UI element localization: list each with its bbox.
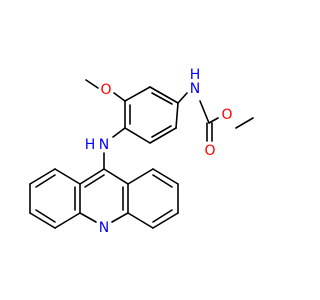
atom-label-carbonyl-o: O bbox=[204, 143, 215, 159]
molecule-canvas: H N O O O N H N bbox=[29, 67, 254, 236]
bond-ring-methoxy-o bbox=[113, 92, 126, 102]
bond-ring1-b bbox=[124, 86, 151, 102]
bond-left-inner-a bbox=[35, 174, 56, 188]
bond-left-d bbox=[29, 212, 56, 229]
bond-left-b bbox=[29, 168, 56, 185]
bond-ring1-inner-c bbox=[151, 125, 172, 138]
atom-label-layer: H N O O O N H N bbox=[85, 67, 233, 236]
bond-ring1-d bbox=[124, 127, 151, 144]
bond-ring1-e bbox=[149, 127, 177, 144]
bond-right-b bbox=[152, 168, 179, 185]
bond-methoxy-o-methyl bbox=[85, 79, 99, 89]
atom-label-acridine-n: N bbox=[99, 220, 109, 236]
bond-ring1-a bbox=[149, 86, 179, 104]
bond-methyl-ester-o bbox=[235, 117, 254, 129]
bond-left-inner-b bbox=[35, 209, 56, 223]
bond-ester-o-carbonyl-c bbox=[208, 117, 219, 124]
atom-label-carbamate-h: H bbox=[190, 67, 201, 83]
atom-label-amine-h: H bbox=[85, 137, 96, 153]
bond-ring1-inner-a bbox=[151, 92, 173, 105]
bond-left-e bbox=[54, 212, 81, 229]
bond-left-a bbox=[54, 168, 81, 185]
atom-label-amine-n: N bbox=[99, 137, 109, 153]
bond-acr-n-c10a bbox=[111, 212, 129, 223]
atom-label-carbamate-n: N bbox=[190, 81, 200, 97]
bond-right-a bbox=[127, 168, 154, 185]
molecule-structure-diagram: H N O O O N H N bbox=[29, 67, 254, 236]
bond-right-inner-a bbox=[152, 174, 173, 188]
bond-right-d bbox=[152, 212, 179, 229]
bond-carbonyl-c-n bbox=[199, 100, 210, 124]
bond-n-ring bbox=[177, 92, 188, 104]
bond-right-inner-b bbox=[152, 209, 173, 223]
atom-label-ester-o: O bbox=[221, 107, 232, 123]
bond-acr-c9-c8a bbox=[103, 168, 129, 185]
bond-acr-c9-c9a bbox=[79, 168, 105, 185]
atom-label-methoxy-o: O bbox=[100, 82, 111, 98]
bond-right-e bbox=[127, 212, 154, 229]
bond-layer bbox=[29, 79, 254, 229]
bond-acr-inner-a bbox=[84, 174, 105, 188]
bond-acr-c4a-n bbox=[79, 212, 97, 223]
bond-ring-amine-n bbox=[112, 127, 126, 138]
bond-ring1-f bbox=[175, 102, 179, 129]
